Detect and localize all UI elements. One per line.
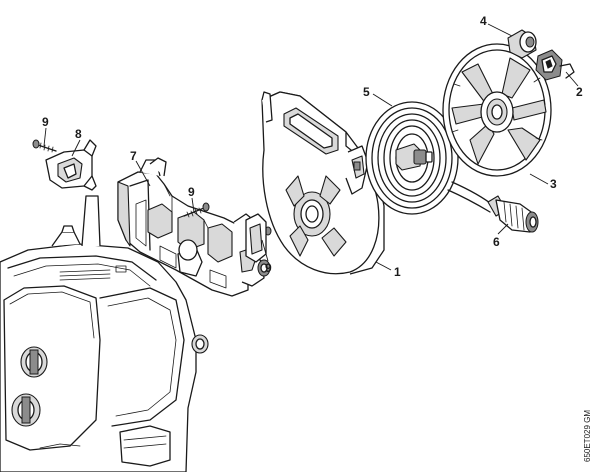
callout-3: 3 [550,177,557,191]
callout-9-lower: 9 [265,261,272,275]
leader-lines [43,23,579,271]
clip-part-2 [535,49,575,81]
callout-8: 8 [75,127,82,141]
clip-part-8 [45,139,97,191]
callout-2: 2 [576,85,583,99]
callout-4: 4 [480,14,487,28]
fitting-part-6 [487,195,539,233]
hose-coil-part-5 [365,101,495,215]
callout-9-middle: 9 [188,185,195,199]
callout-5: 5 [363,85,370,99]
machine-body [0,195,209,472]
callout-7: 7 [130,149,137,163]
callout-1: 1 [394,265,401,279]
knob-part-4 [507,29,537,59]
drawing-code-label: 650ET029 GM [583,409,592,462]
screw-9-left [32,139,57,153]
screw-9-middle [183,202,210,218]
callout-6: 6 [493,235,500,249]
callout-9-left: 9 [42,115,49,129]
housing-plate-part-1 [245,91,385,275]
reel-drum-part-3 [442,43,552,177]
